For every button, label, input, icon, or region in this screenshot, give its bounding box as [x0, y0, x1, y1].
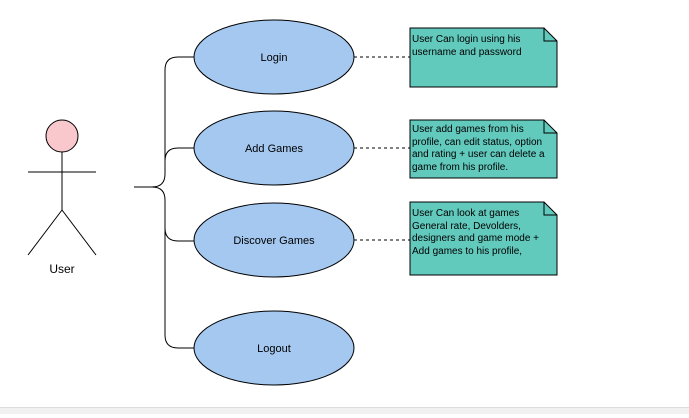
note-shape [409, 119, 558, 179]
note-add-games[interactable] [409, 119, 558, 179]
note-links [354, 56, 410, 241]
use-case-label: Discover Games [233, 235, 315, 247]
bottom-scroll-bar [0, 407, 689, 414]
note-fold [543, 202, 557, 216]
connector-discover [151, 186, 195, 242]
note-shape [409, 27, 558, 88]
connector-add-games [164, 147, 195, 162]
note-login-text: User Can login using his username and pa… [412, 34, 522, 58]
use-case-label: Logout [257, 343, 291, 355]
note-discover-text: User Can look at games General rate, Dev… [412, 208, 540, 257]
connector-trunk [134, 56, 195, 188]
note-fold [543, 28, 557, 42]
actor-right-leg [61, 209, 97, 256]
actor-head [45, 119, 79, 153]
use-case-label: Login [261, 52, 288, 64]
use-case-login[interactable]: Login [193, 19, 355, 95]
note-shape [409, 201, 558, 276]
note-login[interactable] [409, 27, 558, 88]
use-case-discover-games[interactable]: Discover Games [193, 202, 355, 278]
use-case-ellipse [193, 310, 355, 386]
use-case-add-games[interactable]: Add Games [193, 110, 355, 186]
actor-figure[interactable]: User [27, 119, 97, 276]
note-discover[interactable] [409, 201, 558, 276]
actor-label: User [49, 262, 74, 276]
use-case-logout[interactable]: Logout [193, 310, 355, 386]
note-fold [543, 120, 557, 134]
actor-left-leg [27, 209, 63, 256]
note-add-games-text: User add games from his profile, can edi… [412, 124, 545, 173]
use-case-label: Add Games [245, 143, 304, 155]
connector-logout [164, 228, 195, 349]
actor-connectors [134, 56, 195, 349]
